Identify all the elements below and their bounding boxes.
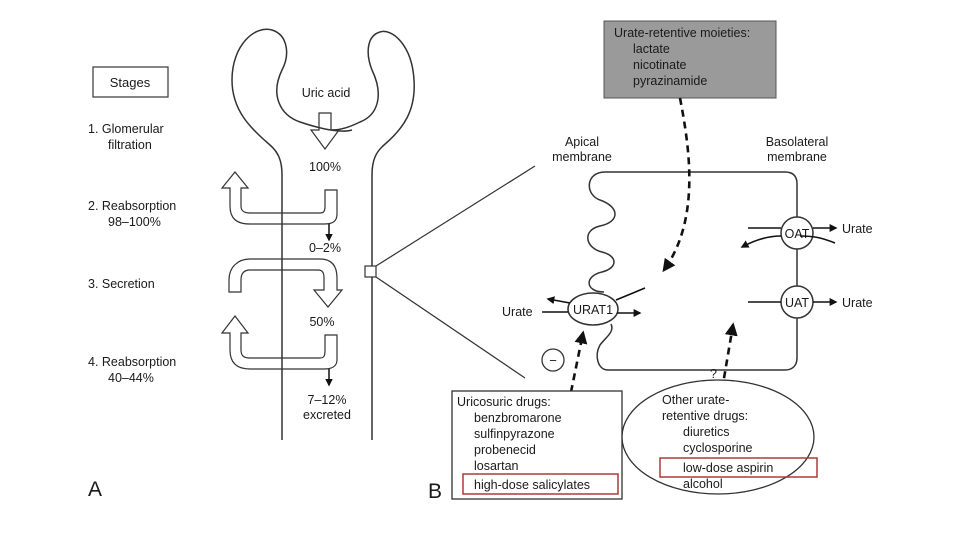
zoom-line-top: [375, 165, 536, 267]
moiety-item: nicotinate: [633, 58, 687, 72]
zoom-box-marker: [364, 265, 377, 278]
urat1-label: URAT1: [573, 303, 613, 317]
stages-header-box: [92, 66, 169, 98]
moieties-dashed-arrow: [662, 97, 691, 273]
basolateral-label-line1: Basolateral: [766, 135, 829, 149]
inhibition-symbol: −: [549, 353, 557, 368]
filtration-arrow-icon: [309, 112, 341, 151]
other-drug-item: alcohol: [683, 477, 723, 491]
highlight-salicylates: [462, 473, 619, 495]
uricosuric-item-highlighted: high-dose salicylates: [474, 478, 590, 492]
stage-1-line1: 1. Glomerular: [88, 122, 164, 136]
stages-header: Stages: [110, 75, 151, 90]
nephron-right-wall: [331, 30, 415, 440]
zoom-line-bottom: [375, 276, 526, 379]
uricosuric-item: probenecid: [474, 443, 536, 457]
glomerulus-label: Uric acid: [302, 86, 351, 100]
panel-a: Stages 1. Glomerular filtration 2. Reabs…: [88, 28, 536, 501]
reabsorption-arrow-2-icon: [220, 315, 338, 370]
other-drug-item: cyclosporine: [683, 441, 753, 455]
stage-4-line1: 4. Reabsorption: [88, 355, 176, 369]
moiety-item: pyrazinamide: [633, 74, 707, 88]
apical-membrane-microvilli: [587, 171, 616, 293]
urate-label-oat: Urate: [842, 222, 873, 236]
reabsorption-arrow-1-icon: [220, 171, 338, 225]
apical-label-line1: Apical: [565, 135, 599, 149]
stage-2-line2: 98–100%: [108, 215, 161, 229]
other-drugs-title-1: Other urate-: [662, 393, 729, 407]
stage-1-line2: filtration: [108, 138, 152, 152]
stage-4-line2: 40–44%: [108, 371, 154, 385]
panel-a-label: A: [88, 478, 102, 501]
stage-2-line1: 2. Reabsorption: [88, 199, 176, 213]
question-mark: ?: [710, 367, 717, 381]
after-secretion-percent: 50%: [309, 315, 334, 329]
uricosuric-dashed-arrow: [569, 330, 588, 393]
uat-label: UAT: [785, 296, 809, 310]
nephron-left-wall: [231, 28, 353, 440]
moiety-item: lactate: [633, 42, 670, 56]
other-drug-item-highlighted: low-dose aspirin: [683, 461, 773, 475]
excreted-label: excreted: [303, 408, 351, 422]
apical-membrane-lower: [596, 323, 613, 371]
highlight-aspirin: [659, 457, 818, 478]
basolateral-membrane-low: [608, 314, 798, 371]
after-reabsorption-percent: 0–2%: [309, 241, 341, 255]
uricosuric-title: Uricosuric drugs:: [457, 395, 551, 409]
retentive-moieties-title: Urate-retentive moieties:: [614, 26, 750, 40]
urate-label-apical: Urate: [502, 305, 533, 319]
other-drugs-title-2: retentive drugs:: [662, 409, 748, 423]
excreted-percent: 7–12%: [308, 393, 347, 407]
other-drug-item: diuretics: [683, 425, 730, 439]
uricosuric-drugs-box: [451, 390, 623, 500]
uricosuric-item: sulfinpyrazone: [474, 427, 555, 441]
other-retentive-drugs-ellipse: [621, 379, 815, 495]
apical-label-line2: membrane: [552, 150, 612, 164]
oat-transporter: [780, 216, 814, 250]
stage-3-line1: 3. Secretion: [88, 277, 155, 291]
urate-label-uat: Urate: [842, 296, 873, 310]
uricosuric-item: losartan: [474, 459, 519, 473]
filtered-percent: 100%: [309, 160, 341, 174]
inhibition-icon: [541, 348, 565, 372]
urat1-anion-line: [615, 287, 646, 301]
urat1-transporter: [567, 292, 619, 326]
uricosuric-item: benzbromarone: [474, 411, 562, 425]
other-drugs-dashed-arrow: [720, 322, 738, 391]
oat-label: OAT: [785, 227, 810, 241]
oat-exchange-arrow-in: [740, 235, 782, 248]
secretion-arrow-icon: [228, 258, 344, 308]
cell-top-membrane: [605, 171, 798, 218]
basolateral-label-line2: membrane: [767, 150, 827, 164]
retentive-moieties-box: [603, 20, 777, 99]
urate-out-arrow: [546, 296, 571, 305]
oat-exchange-arrow: [799, 235, 836, 244]
panel-b: B Urate-retentive moieties: lactate nico…: [428, 20, 873, 503]
panel-b-label: B: [428, 480, 442, 503]
